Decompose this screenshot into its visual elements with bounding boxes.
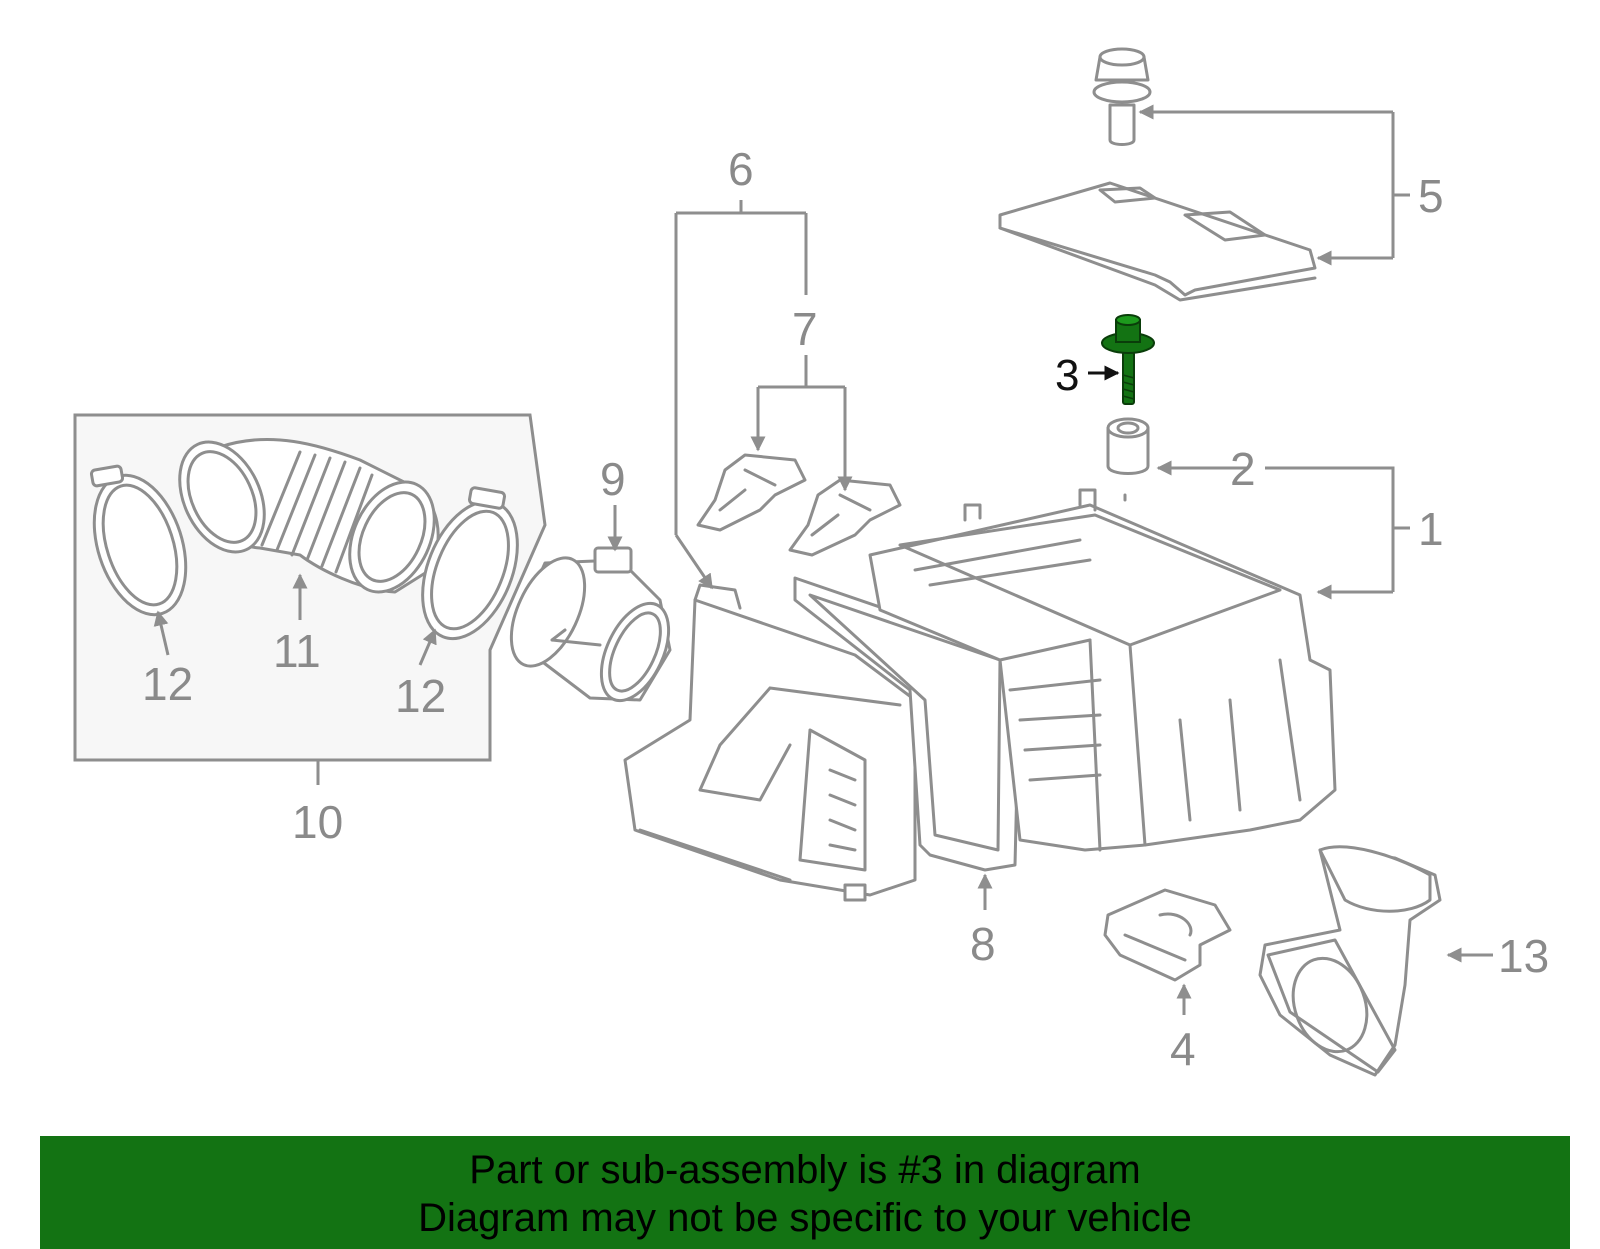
callout-7: 7 [792,303,818,355]
part-13-inlet-duct [1258,845,1442,1077]
banner-line-disclaimer: Diagram may not be specific to your vehi… [418,1196,1192,1240]
callout-10: 10 [292,796,343,848]
callout-13: 13 [1498,930,1549,982]
part-11-intake-hose [178,437,440,594]
part-1-lower-housing [868,488,1337,852]
callout-12-right: 12 [395,670,446,722]
part-12-clamp-right [421,486,519,641]
banner-line-part: Part or sub-assembly is #3 in diagram [469,1148,1141,1192]
part-info-banner: Part or sub-assembly is #3 in diagram Di… [40,1136,1570,1249]
callout-8: 8 [970,918,996,970]
callout-5: 5 [1418,170,1444,222]
part-6-upper-housing [623,583,917,902]
part-3-bolt-highlighted [1101,314,1155,405]
callout-1: 1 [1418,503,1444,555]
callout-4: 4 [1170,1023,1196,1075]
leader-lines [153,104,1493,1015]
part-9-airflow-sensor [509,546,672,703]
callout-9: 9 [600,453,626,505]
part-4-retainer-clip [1103,888,1232,982]
callout-12-left: 12 [142,658,193,710]
callout-6: 6 [728,143,754,195]
part-7-clip-right [788,478,902,557]
callout-11: 11 [273,625,321,677]
callout-3-highlighted: 3 [1055,351,1079,400]
part-7-clip-left [696,453,807,532]
part-5-bolt [1092,47,1152,146]
callout-labels: 1 2 3 4 5 6 7 8 9 10 11 12 12 13 [142,143,1549,1075]
part-5-cover [998,181,1317,302]
part-2-grommet [1106,417,1150,475]
callout-2: 2 [1230,443,1256,495]
